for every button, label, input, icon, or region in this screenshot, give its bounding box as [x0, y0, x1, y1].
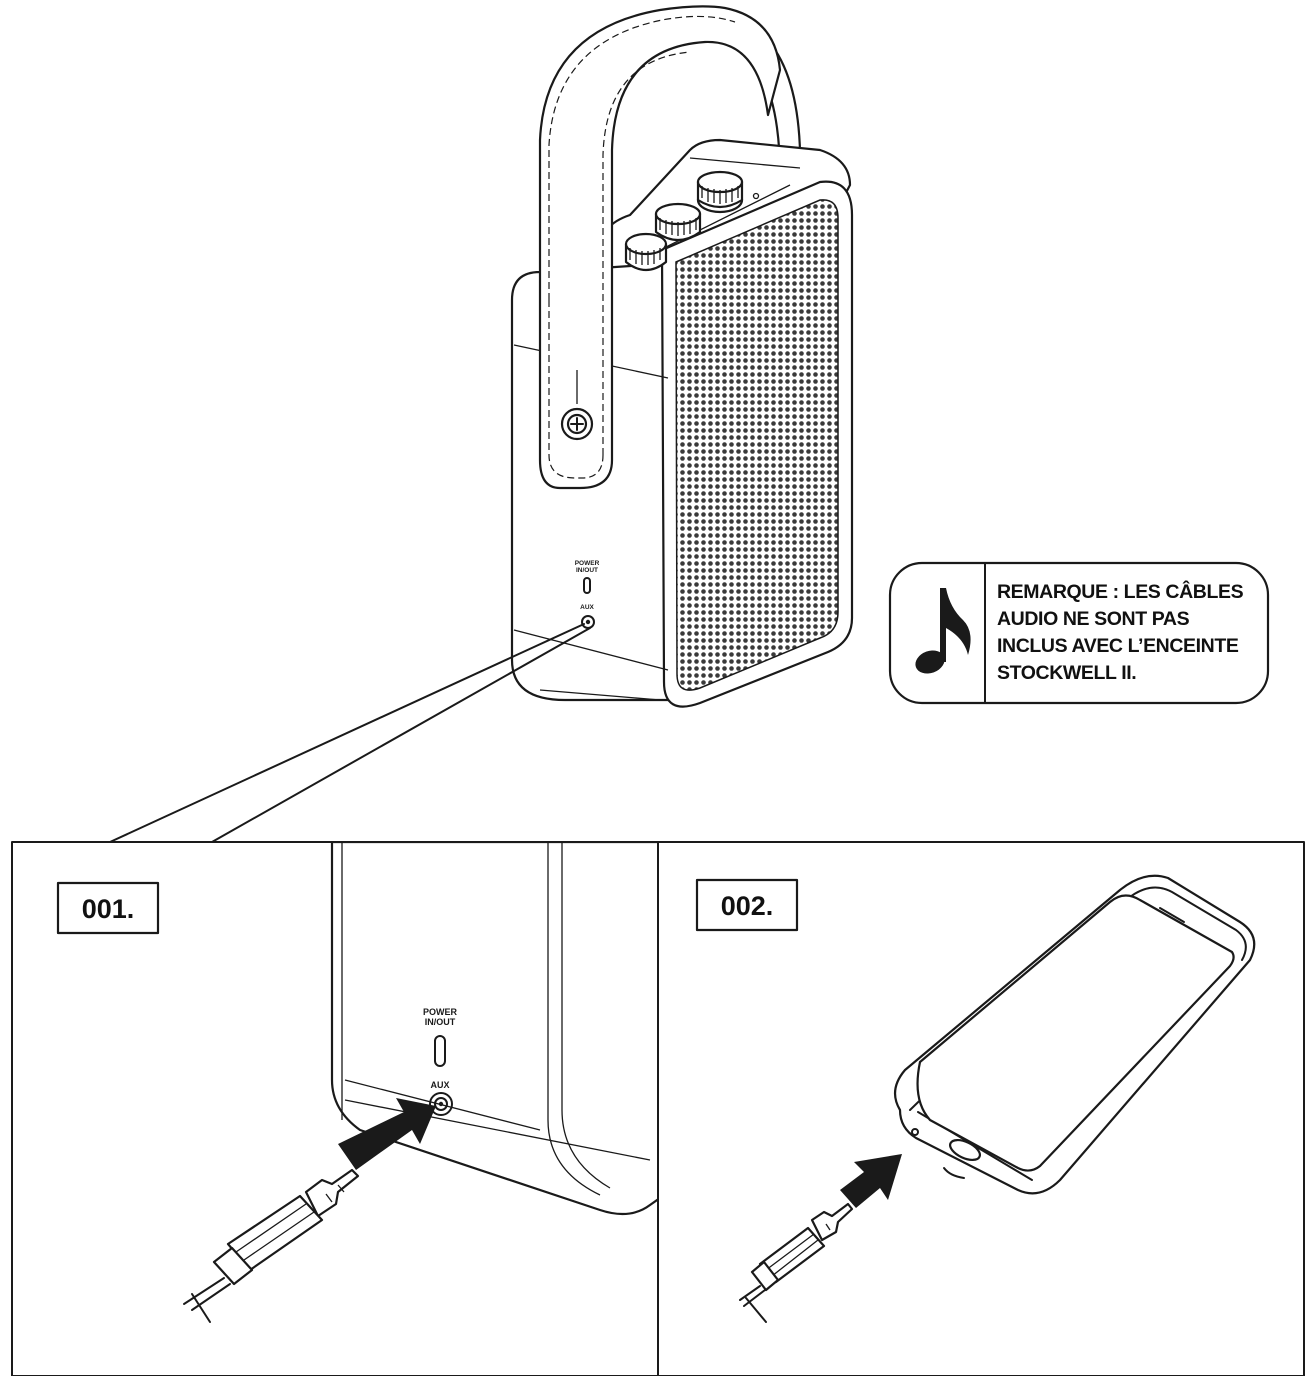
step-2-label: 002. [721, 891, 774, 921]
zoom-callout-lines [109, 623, 591, 843]
zoom-aux-port [429, 1092, 453, 1116]
note-line-1: REMARQUE : LES CÂBLES [997, 579, 1244, 603]
aux-port-label: AUX [580, 604, 594, 611]
insert-arrow-icon-2 [840, 1154, 902, 1208]
insert-arrow-icon [338, 1098, 436, 1170]
bass-knob [654, 202, 702, 242]
zoom-aux-label: AUX [430, 1080, 449, 1090]
step-1-label-box [56, 881, 160, 935]
power-port-label-line2: IN/OUT [576, 567, 598, 574]
audio-jack-plug-2 [739, 1202, 854, 1323]
step-panel-2: 002. [657, 841, 1305, 1376]
speaker-grille [675, 199, 839, 691]
step-2-label-box [695, 878, 799, 932]
step-1-label: 001. [82, 894, 135, 924]
treble-knob [624, 232, 668, 272]
usb-c-port [583, 577, 591, 594]
step-panel-1: POWER IN/OUT AUX 001. [11, 841, 659, 1376]
note-line-4: STOCKWELL II. [997, 662, 1136, 684]
speaker-illustration: POWER IN/OUT AUX [510, 5, 854, 708]
note-line-2: AUDIO NE SONT PAS [997, 608, 1190, 630]
zoom-power-label-line2: IN/OUT [425, 1017, 456, 1027]
note-line-3: INCLUS AVEC L’ENCEINTE [997, 635, 1239, 657]
music-note-icon [915, 588, 971, 674]
power-port-label-line1: POWER [575, 560, 600, 567]
zoom-usb-c-port [434, 1035, 446, 1067]
smartphone-illustration [893, 874, 1256, 1195]
note-box: REMARQUE : LES CÂBLES AUDIO NE SONT PAS … [888, 561, 1270, 705]
audio-jack-plug [183, 1168, 360, 1323]
zoom-power-label-line1: POWER [423, 1007, 458, 1017]
volume-knob [696, 170, 744, 214]
